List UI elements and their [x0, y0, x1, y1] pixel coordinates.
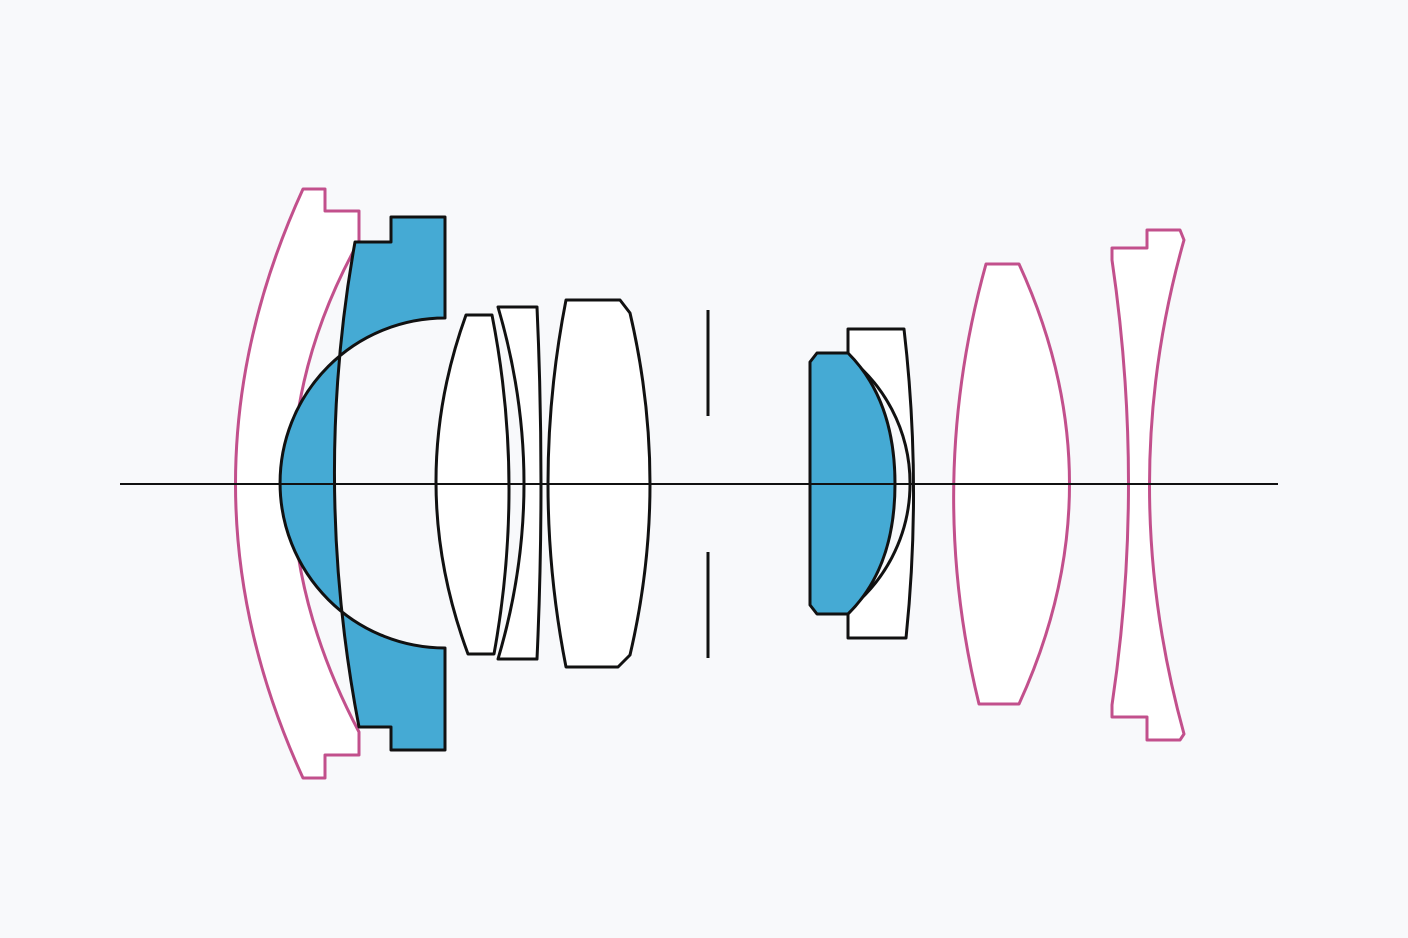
lens-element-1-aspherical — [234, 187, 361, 780]
lens-element-7 — [846, 327, 916, 640]
lens-element-4 — [496, 305, 543, 661]
